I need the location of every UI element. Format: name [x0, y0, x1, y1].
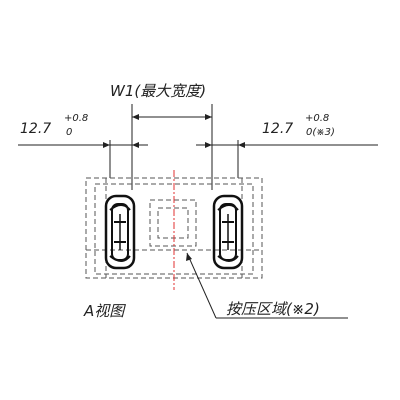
press-area-label: 按压区域(※2) — [226, 300, 320, 318]
left-clip — [104, 194, 136, 270]
left-dim-upper: +0.8 — [64, 113, 88, 124]
right-dim-upper: +0.8 — [305, 113, 329, 124]
right-dimension: 12.7 +0.8 0(※3) — [196, 113, 378, 178]
left-dim-lower: 0 — [66, 127, 72, 138]
press-area-leader — [186, 252, 348, 319]
width-label: W1(最大宽度) — [110, 82, 206, 100]
view-label: A视图 — [83, 302, 126, 320]
right-dim-lower: 0(※3) — [306, 127, 335, 138]
left-dimension: 12.7 +0.8 0 — [18, 113, 148, 178]
right-clip — [212, 194, 244, 270]
left-dim-base: 12.7 — [20, 121, 51, 137]
right-dim-base: 12.7 — [262, 121, 293, 137]
width-dimension: W1(最大宽度) — [110, 82, 213, 190]
press-area-outline — [149, 199, 197, 247]
